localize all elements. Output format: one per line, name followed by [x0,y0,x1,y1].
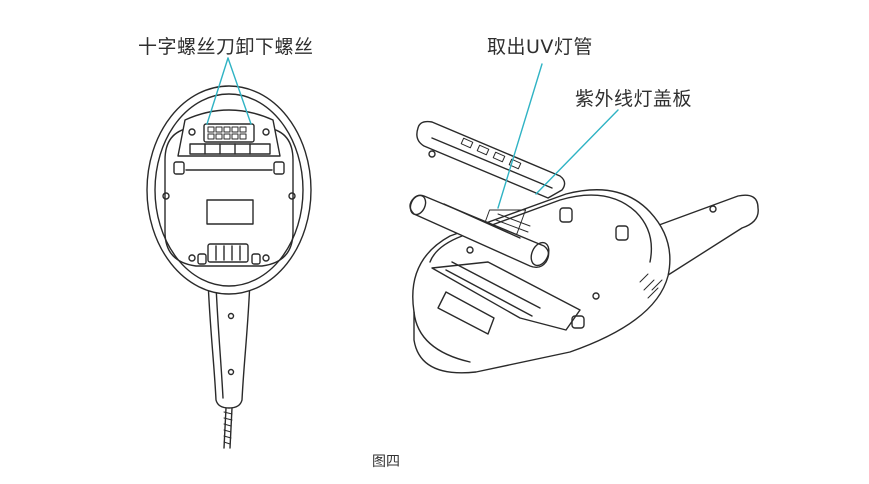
leader-lines [206,57,619,209]
device-open-view [409,120,759,374]
device-underside-view [146,85,312,449]
figure-caption: 图四 [372,454,400,470]
screwdriver-label: 十字螺丝刀卸下螺丝 [138,36,314,58]
remove-uv-tube-label: 取出UV灯管 [487,36,593,58]
uv-lamp-cover-label: 紫外线灯盖板 [575,88,693,110]
